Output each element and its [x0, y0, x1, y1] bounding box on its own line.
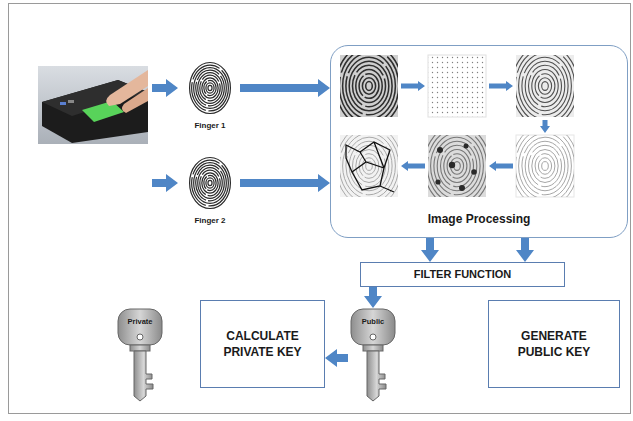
flow-arrow	[364, 287, 382, 308]
processing-group: Image Processing	[330, 45, 628, 238]
flow-arrow	[516, 238, 534, 262]
step-arrow	[489, 161, 513, 171]
finger-label: Finger 2	[194, 216, 225, 227]
fingerprint-node: Finger 2	[180, 155, 240, 227]
flow-arrow	[325, 349, 348, 367]
box-label: CALCULATE PRIVATE KEY	[210, 328, 315, 360]
flow-arrow	[152, 174, 178, 192]
step-arrow	[489, 81, 513, 91]
scanner-photo	[38, 66, 148, 144]
process-box: CALCULATE PRIVATE KEY	[200, 300, 325, 388]
step-arrow	[401, 161, 425, 171]
process-box: GENERATE PUBLIC KEY	[488, 300, 620, 388]
group-label: Image Processing	[428, 211, 531, 227]
box-label: GENERATE PUBLIC KEY	[502, 328, 607, 360]
flow-arrow	[421, 238, 439, 262]
fingerprint-node: Finger 1	[180, 60, 240, 132]
flow-arrow	[240, 79, 330, 97]
fingerprint	[190, 158, 231, 209]
process-box: FILTER FUNCTION	[360, 262, 565, 287]
finger-label: Finger 1	[194, 121, 225, 132]
box-label: FILTER FUNCTION	[414, 267, 512, 282]
flow-arrow	[240, 174, 330, 192]
step-arrow	[401, 81, 425, 91]
processing-images	[336, 45, 578, 208]
fingerprint	[190, 63, 231, 114]
step-arrow	[540, 120, 550, 133]
flow-arrow	[152, 79, 178, 97]
key-node: Private	[115, 308, 165, 403]
key-node: Public	[348, 308, 398, 403]
key-label: Private	[127, 317, 152, 327]
key-label: Public	[362, 317, 385, 327]
